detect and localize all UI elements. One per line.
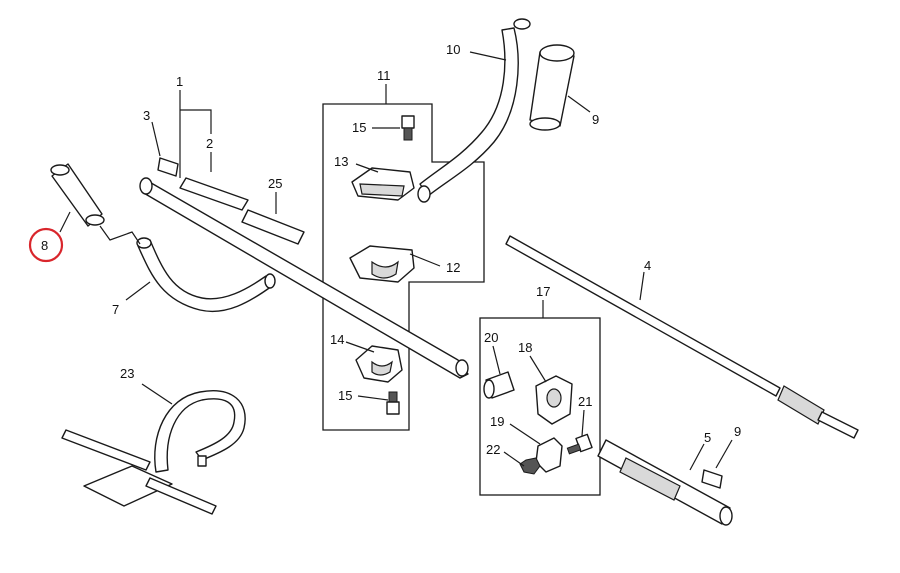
callout-4: 4 xyxy=(644,258,651,273)
assembly-box-17 xyxy=(479,317,601,496)
callout-9-lower: 9 xyxy=(734,424,741,439)
part-8-grip xyxy=(50,163,105,227)
part-9-lower-band xyxy=(701,469,723,489)
assembly-box-11 xyxy=(322,103,485,431)
callout-10: 10 xyxy=(446,42,460,57)
callout-19: 19 xyxy=(490,414,504,429)
main-shaft xyxy=(139,177,469,379)
part-21-bolt xyxy=(566,433,593,455)
callout-22: 22 xyxy=(486,442,500,457)
part-4-drive-shaft xyxy=(505,235,859,439)
part-18-bracket xyxy=(535,375,573,425)
callout-2: 2 xyxy=(206,136,213,151)
callout-21: 21 xyxy=(578,394,592,409)
callout-12: 12 xyxy=(446,260,460,275)
callout-15-top: 15 xyxy=(352,120,366,135)
callout-labels: 1 2 3 25 11 15 13 12 14 15 10 9 4 17 20 … xyxy=(41,42,741,457)
part-7-handle-bar xyxy=(136,237,276,313)
part-13-clamp xyxy=(351,167,415,201)
part-23-harness xyxy=(61,390,246,515)
callout-18: 18 xyxy=(518,340,532,355)
part-12-clamp xyxy=(349,245,415,283)
callout-23: 23 xyxy=(120,366,134,381)
callout-14: 14 xyxy=(330,332,344,347)
callout-8: 8 xyxy=(41,238,48,253)
part-10-handle-bar xyxy=(417,18,531,203)
callout-25: 25 xyxy=(268,176,282,191)
callout-5: 5 xyxy=(704,430,711,445)
part-2-sleeve xyxy=(179,177,249,211)
callout-20: 20 xyxy=(484,330,498,345)
callout-17: 17 xyxy=(536,284,550,299)
leader-lines xyxy=(59,51,733,471)
callout-13: 13 xyxy=(334,154,348,169)
bolt-15-bottom xyxy=(386,391,400,415)
callout-7: 7 xyxy=(112,302,119,317)
callout-11: 11 xyxy=(377,68,391,83)
callout-9-upper: 9 xyxy=(592,112,599,127)
part-20-collar xyxy=(483,371,515,399)
callout-15-bottom: 15 xyxy=(338,388,352,403)
part-5-tube xyxy=(597,439,733,526)
part-9-upper-grip xyxy=(529,44,575,131)
part-3-sleeve xyxy=(157,157,179,177)
bolt-15-top xyxy=(401,115,415,141)
highlight-circle xyxy=(28,227,64,263)
part-25-sleeve xyxy=(241,209,305,245)
callout-1: 1 xyxy=(176,74,183,89)
callout-3: 3 xyxy=(143,108,150,123)
part-22-nut xyxy=(519,457,541,475)
part-14-clamp xyxy=(355,345,403,383)
